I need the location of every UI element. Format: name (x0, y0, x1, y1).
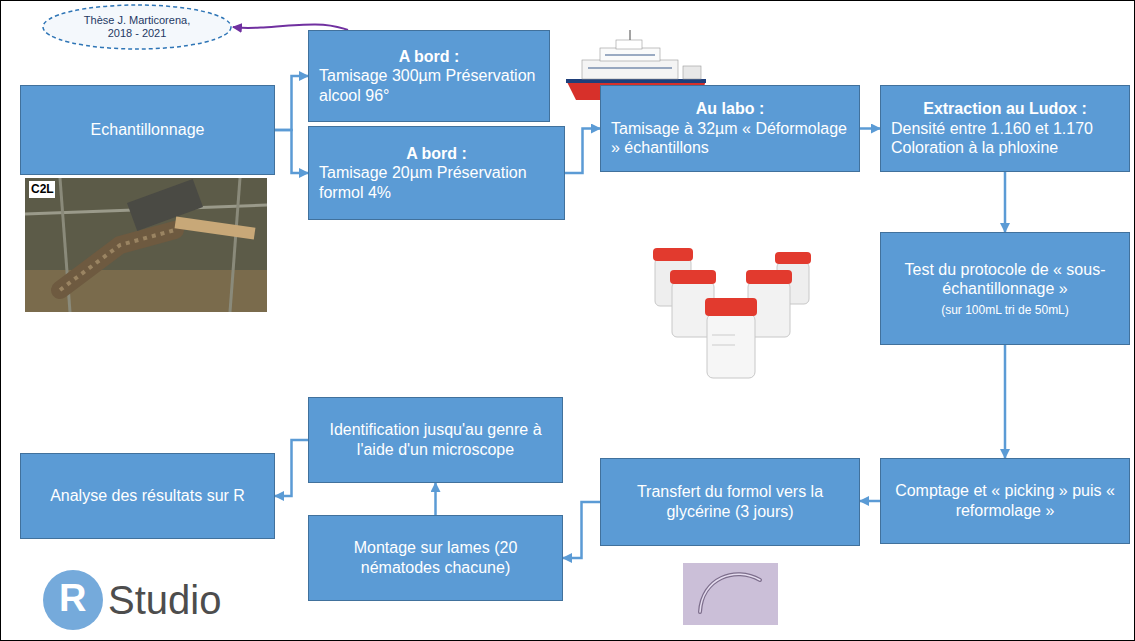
rstudio-logo-circle (43, 570, 103, 630)
box-heading: A bord : (319, 47, 539, 67)
ship-bridge (600, 48, 660, 61)
ship-top (616, 40, 642, 49)
box-heading: A bord : (319, 144, 554, 164)
sample-jars (653, 248, 811, 378)
process-box: A bord :Tamisage 300µm Préservation alco… (308, 30, 550, 122)
process-box: Identification jusqu'au genre à l'aide d… (308, 397, 563, 483)
ship-windows (605, 55, 655, 56)
process-box: Transfert du formol vers la glycérine (3… (600, 458, 860, 546)
nematode (700, 574, 760, 612)
box-text: Tamisage 300µm Préservation alcool 96° (319, 66, 539, 105)
box-text: Tamisage à 32µm « Déformolage » échantil… (611, 119, 849, 158)
photo-ground (25, 178, 267, 312)
photo-tag (29, 181, 55, 198)
nematode-core (700, 574, 760, 612)
ship-windows (588, 68, 672, 69)
process-box: Test du protocole de « sous-échantillonn… (880, 232, 1130, 345)
flow-arrow (1004, 172, 1007, 232)
nematode-micrograph (683, 563, 778, 625)
jar-marks (712, 335, 735, 336)
ship-stripe (566, 79, 706, 83)
flow-arrow (860, 500, 880, 503)
box-text: Montage sur lames (20 nématodes chacune) (319, 538, 552, 577)
ellipse-text: Thèse J. Marticorena, 2018 - 2021 (72, 14, 202, 41)
box-note: (sur 100mL tri de 50mL) (891, 303, 1119, 318)
box-text: Echantillonnage (31, 120, 264, 140)
logo-letter: R (59, 578, 86, 620)
flow-arrow (275, 76, 308, 130)
jar-lid (775, 252, 811, 264)
micrograph-ground (683, 563, 778, 625)
ship-mast (629, 30, 630, 40)
jar-body (707, 314, 755, 378)
flow-arrow (860, 127, 880, 130)
jar-lid (746, 270, 792, 284)
box-text: Test du protocole de « sous-échantillonn… (891, 260, 1119, 299)
box-text: Analyse des résultats sur R (31, 486, 264, 506)
flow-arrow (563, 502, 600, 558)
ship-deck (582, 60, 678, 79)
box-text: Densité entre 1.160 et 1.170 Coloration … (891, 119, 1119, 158)
flow-arrow (275, 440, 308, 496)
process-box: Extraction au Ludox :Densité entre 1.160… (880, 85, 1130, 172)
flow-arrow (1004, 345, 1007, 458)
jar-marks (712, 345, 735, 346)
ship-illustration (566, 30, 706, 100)
process-box: A bord :Tamisage 20µm Préservation formo… (308, 126, 565, 220)
ellipse-outline (42, 4, 232, 50)
process-box: Analyse des résultats sur R (20, 453, 275, 539)
jar-lid (670, 270, 716, 284)
flow-arrow (233, 24, 348, 30)
box-heading: Au labo : (611, 99, 849, 119)
photo-hose (60, 230, 175, 290)
process-box: Comptage et « picking » puis « reformola… (880, 458, 1130, 544)
sampling-photo (25, 178, 267, 312)
box-text: Tamisage 20µm Préservation formol 4% (319, 163, 554, 202)
box-text: Transfert du formol vers la glycérine (3… (611, 482, 849, 521)
flow-arrow (275, 130, 308, 173)
jar-lid (705, 298, 757, 316)
box-text: Comptage et « picking » puis « reformola… (891, 481, 1119, 520)
ship-hull (566, 80, 706, 100)
process-box: Au labo :Tamisage à 32µm « Déformolage »… (600, 85, 860, 172)
process-box: Echantillonnage (20, 85, 275, 175)
photo-hose-rings (60, 230, 175, 290)
ellipse-shape (43, 5, 231, 49)
jar (705, 298, 757, 378)
flow-arrow (434, 483, 437, 515)
flow-arrow (565, 129, 600, 174)
box-heading: Extraction au Ludox : (891, 99, 1119, 119)
thesis-ellipse: Thèse J. Marticorena, 2018 - 2021 (42, 4, 232, 50)
photo-tag-text: C2L (31, 183, 54, 196)
photo-frame-bar (230, 178, 240, 312)
logo-wordmark: Studio (108, 578, 221, 622)
box-text: Identification jusqu'au genre à l'aide d… (319, 420, 552, 459)
photo-plank (175, 216, 256, 239)
jar-lid (653, 248, 693, 261)
process-box: Montage sur lames (20 nématodes chacune) (308, 515, 563, 601)
ship-stern (683, 66, 701, 79)
